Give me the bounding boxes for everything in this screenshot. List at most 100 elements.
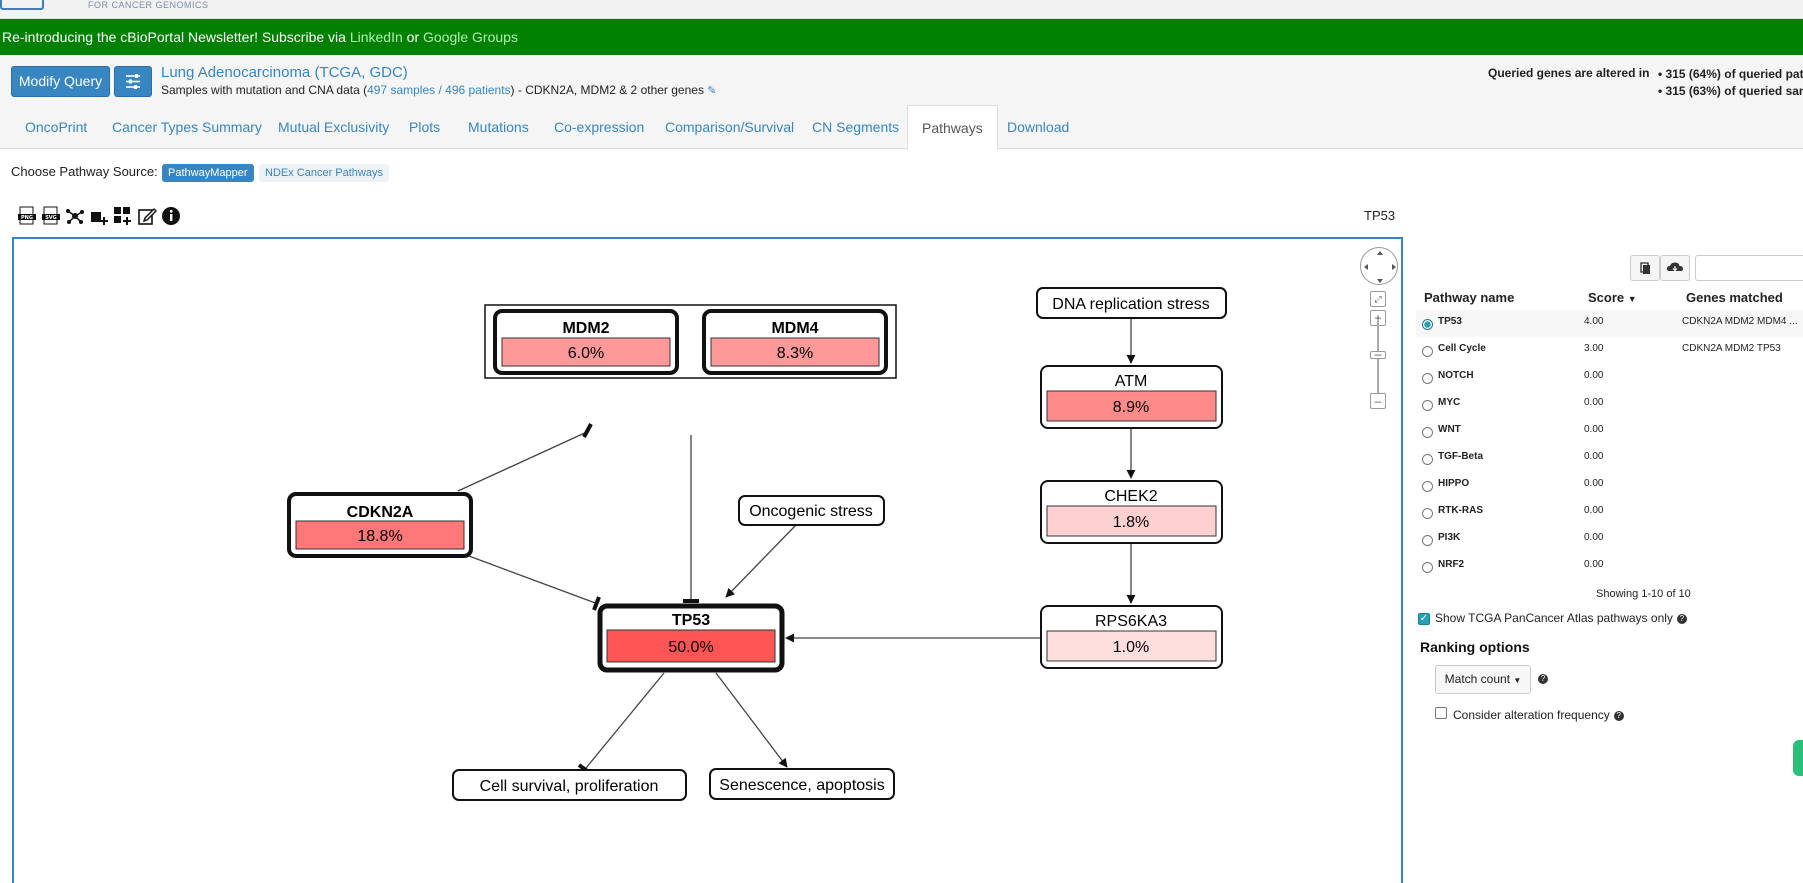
col-genes-matched[interactable]: Genes matched (1686, 290, 1783, 305)
tab-co-expression[interactable]: Co-expression (554, 119, 645, 135)
linkedin-link[interactable]: LinkedIn (349, 29, 403, 45)
edit-icon[interactable] (136, 206, 157, 227)
row-score: 0.00 (1584, 424, 1604, 435)
row-radio[interactable] (1422, 454, 1433, 465)
row-pathway-name: NOTCH (1438, 370, 1474, 381)
row-radio[interactable] (1422, 562, 1433, 573)
match-count-label: Match count (1444, 672, 1511, 686)
download-table-button[interactable] (1660, 255, 1690, 281)
feedback-tab[interactable] (1793, 740, 1803, 776)
copy-button[interactable] (1630, 255, 1660, 281)
row-radio[interactable] (1422, 319, 1433, 330)
row-radio[interactable] (1422, 535, 1433, 546)
tab-download[interactable]: Download (1007, 119, 1070, 135)
col-pathway-name[interactable]: Pathway name (1424, 290, 1515, 305)
row-pathway-name: NRF2 (1438, 559, 1465, 570)
node-mdm4[interactable]: MDM4 8.3% (702, 309, 888, 375)
layout-icon[interactable] (64, 206, 85, 227)
row-radio[interactable] (1422, 508, 1433, 519)
cbioportal-logo[interactable] (0, 0, 44, 10)
tab-pathways[interactable]: Pathways (907, 105, 998, 150)
zoom-out-button[interactable]: – (1370, 393, 1386, 409)
add-group-icon[interactable] (112, 206, 133, 227)
node-rps6ka3[interactable]: RPS6KA3 1.0% (1040, 605, 1223, 669)
tab-mutual-exclusivity[interactable]: Mutual Exclusivity (278, 119, 390, 135)
col-score-label: Score (1588, 290, 1625, 305)
col-score[interactable]: Score ▼ (1588, 290, 1637, 305)
pagination-info: Showing 1-10 of 10 (1596, 588, 1691, 600)
fit-icon[interactable]: ⤢ (1370, 291, 1386, 307)
match-count-dropdown[interactable]: Match count ▼ (1435, 665, 1531, 694)
modify-query-button[interactable]: Modify Query (11, 66, 110, 97)
node-tp53[interactable]: TP53 50.0% (597, 603, 785, 673)
node-atm-name: ATM (1115, 373, 1148, 390)
zoom-slider-handle[interactable]: – (1370, 348, 1386, 360)
alteration-frequency-checkbox[interactable] (1435, 707, 1447, 719)
pencil-edit-icon[interactable]: ✎ (707, 85, 717, 97)
node-chek2[interactable]: CHEK2 1.8% (1040, 480, 1223, 544)
row-score: 0.00 (1584, 370, 1604, 381)
node-mdm2[interactable]: MDM2 6.0% (493, 309, 679, 375)
info-icon[interactable] (160, 206, 181, 227)
svg-icon[interactable]: SVG (40, 206, 61, 227)
tcga-only-option: Show TCGA PanCancer Atlas pathways only? (1435, 611, 1687, 625)
help-icon[interactable]: ? (1676, 613, 1687, 624)
node-tp53-name: TP53 (672, 612, 710, 629)
node-mdm2-name: MDM2 (562, 320, 609, 337)
pan-arrows-icon (1364, 251, 1396, 283)
process-dna-stress-label: DNA replication stress (1052, 296, 1209, 313)
help-icon[interactable]: ? (1538, 674, 1548, 684)
tab-mutations[interactable]: Mutations (468, 119, 529, 135)
row-radio[interactable] (1422, 346, 1433, 357)
process-cell-survival[interactable]: Cell survival, proliferation (452, 769, 687, 801)
samples-patients-link[interactable]: 497 samples / 496 patients (367, 83, 511, 97)
source-pathwaymapper-button[interactable]: PathwayMapper (162, 164, 254, 182)
source-ndex-button[interactable]: NDEx Cancer Pathways (259, 164, 389, 182)
pathway-canvas[interactable]: MDM2 6.0% MDM4 8.3% CDKN2A 18.8% Oncogen… (12, 237, 1403, 883)
zoom-slider-track[interactable] (1377, 321, 1379, 401)
node-chek2-name: CHEK2 (1104, 488, 1157, 505)
png-icon[interactable]: PNG (16, 206, 37, 227)
edge-cdkn2a-mdm (457, 430, 590, 492)
svg-text:SVG: SVG (45, 215, 57, 221)
tab-plots[interactable]: Plots (409, 119, 441, 135)
node-chek2-value: 1.8% (1113, 514, 1149, 531)
process-oncogenic-stress[interactable]: Oncogenic stress (738, 495, 885, 526)
row-radio[interactable] (1422, 427, 1433, 438)
table-search-input[interactable] (1695, 255, 1803, 281)
study-sub-suffix: ) - CDKN2A, MDM2 & 2 other genes (510, 83, 704, 97)
tab-cancer-types-summary[interactable]: Cancer Types Summary (112, 119, 262, 135)
tab-oncoprint[interactable]: OncoPrint (25, 119, 88, 135)
table-row[interactable]: NOTCH 0.00 (1416, 364, 1803, 391)
newsletter-banner: Re-introducing the cBioPortal Newsletter… (0, 19, 1803, 55)
row-radio[interactable] (1422, 481, 1433, 492)
row-radio[interactable] (1422, 373, 1433, 384)
tab-comparison-survival[interactable]: Comparison/Survival (665, 119, 795, 135)
study-subtitle: Samples with mutation and CNA data (497 … (161, 83, 717, 97)
process-senescence[interactable]: Senescence, apoptosis (709, 768, 895, 800)
tcga-only-checkbox[interactable]: ✓ (1418, 613, 1430, 625)
row-radio[interactable] (1422, 400, 1433, 411)
row-score: 0.00 (1584, 478, 1604, 489)
google-groups-link[interactable]: Google Groups (423, 29, 518, 45)
pan-navigator[interactable] (1360, 247, 1398, 285)
query-settings-button[interactable] (114, 66, 152, 97)
banner-text: Re-introducing the cBioPortal Newsletter… (2, 29, 350, 45)
tcga-only-label: Show TCGA PanCancer Atlas pathways only (1435, 611, 1673, 625)
node-cdkn2a[interactable]: CDKN2A 18.8% (287, 492, 473, 558)
add-node-icon[interactable] (88, 206, 109, 227)
process-dna-replication-stress[interactable]: DNA replication stress (1036, 287, 1227, 319)
node-atm[interactable]: ATM 8.9% (1040, 365, 1223, 429)
study-title-link[interactable]: Lung Adenocarcinoma (TCGA, GDC) (161, 64, 408, 81)
tab-cn-segments[interactable]: CN Segments (812, 119, 900, 135)
help-icon[interactable]: ? (1613, 710, 1624, 721)
